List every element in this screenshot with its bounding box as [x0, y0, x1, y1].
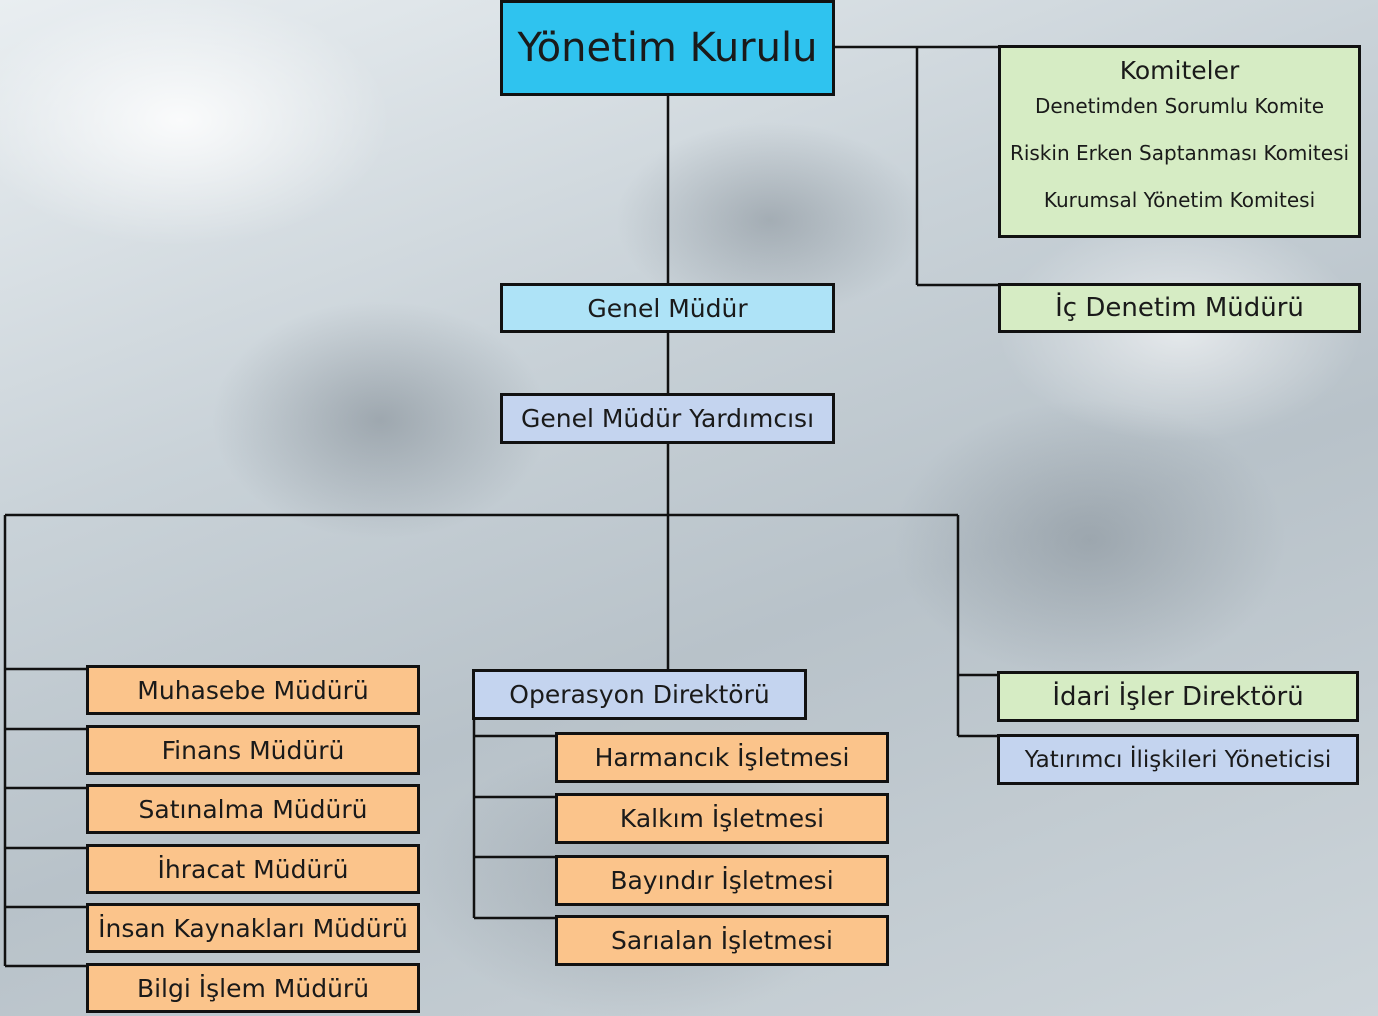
manager-box: İhracat Müdürü [86, 844, 420, 894]
general-manager-label: Genel Müdür [587, 293, 748, 323]
operations-director-label: Operasyon Direktörü [509, 680, 770, 709]
manager-label: İhracat Müdürü [157, 854, 349, 884]
manager-box: Satınalma Müdürü [86, 784, 420, 834]
deputy-gm-label: Genel Müdür Yardımcısı [520, 404, 815, 433]
manager-label: Satınalma Müdürü [138, 794, 368, 824]
committee-item: Denetimden Sorumlu Komite [1034, 94, 1325, 118]
board-label: Yönetim Kurulu [517, 25, 818, 71]
operation-unit-label: Harmancık İşletmesi [594, 743, 850, 772]
admin-director-label: İdari İşler Direktörü [1052, 681, 1304, 712]
operation-unit-box: Sarıalan İşletmesi [555, 915, 889, 966]
operation-unit-box: Bayındır İşletmesi [555, 855, 889, 906]
manager-label: Finans Müdürü [161, 735, 345, 765]
manager-label: İnsan Kaynakları Müdürü [98, 913, 408, 943]
internal-audit-box: İç Denetim Müdürü [998, 283, 1361, 333]
admin-director-box: İdari İşler Direktörü [997, 671, 1359, 722]
operation-unit-label: Kalkım İşletmesi [619, 804, 825, 833]
manager-label: Bilgi İşlem Müdürü [136, 973, 370, 1003]
operation-unit-box: Kalkım İşletmesi [555, 793, 889, 844]
operation-unit-label: Bayındır İşletmesi [610, 866, 834, 895]
manager-box: Finans Müdürü [86, 725, 420, 775]
committees-box: Komiteler Denetimden Sorumlu Komite Risk… [998, 45, 1361, 238]
manager-box: İnsan Kaynakları Müdürü [86, 903, 420, 953]
operation-unit-label: Sarıalan İşletmesi [610, 926, 834, 955]
general-manager-box: Genel Müdür [500, 283, 835, 333]
committee-item: Riskin Erken Saptanması Komitesi [1009, 141, 1350, 165]
manager-box: Bilgi İşlem Müdürü [86, 963, 420, 1013]
operation-unit-box: Harmancık İşletmesi [555, 732, 889, 783]
manager-box: Muhasebe Müdürü [86, 665, 420, 715]
board-box: Yönetim Kurulu [500, 0, 835, 96]
investor-relations-box: Yatırımcı İlişkileri Yöneticisi [997, 734, 1359, 785]
manager-label: Muhasebe Müdürü [137, 675, 369, 705]
deputy-gm-box: Genel Müdür Yardımcısı [500, 393, 835, 444]
internal-audit-label: İç Denetim Müdürü [1055, 293, 1304, 323]
committee-item: Kurumsal Yönetim Komitesi [1043, 188, 1316, 212]
operations-director-box: Operasyon Direktörü [472, 669, 807, 720]
committees-title: Komiteler [1119, 56, 1240, 85]
investor-relations-label: Yatırımcı İlişkileri Yöneticisi [1024, 746, 1332, 773]
